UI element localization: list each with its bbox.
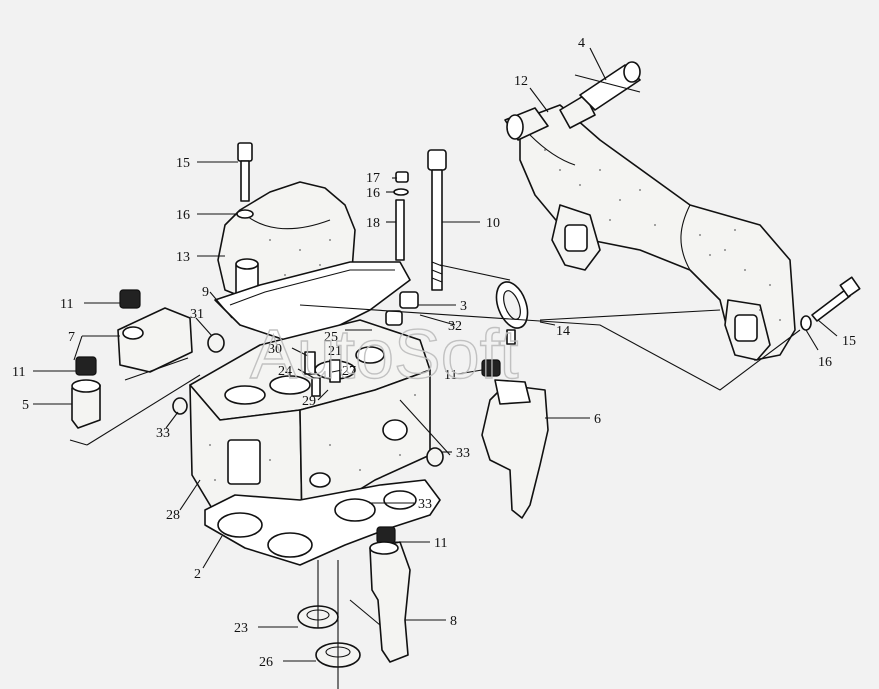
callout-17: 17 [366, 171, 380, 186]
long-stud [427, 149, 447, 291]
callout-33: 33 [456, 446, 470, 461]
callout-25: 25 [324, 330, 338, 345]
callout-33: 33 [156, 426, 170, 441]
callout-16: 16 [818, 355, 832, 370]
texture-stipple [544, 149, 781, 321]
callout-29: 29 [302, 394, 316, 409]
injector-holder [369, 541, 411, 663]
watermark: AutoSoft [250, 315, 519, 393]
washer [426, 447, 444, 467]
callout-2: 2 [194, 567, 201, 582]
callout-6: 6 [594, 412, 601, 427]
injector-bracket [481, 379, 549, 519]
cover-gasket [214, 261, 411, 341]
callout-16: 16 [366, 186, 380, 201]
bushing [71, 379, 101, 429]
nut [119, 289, 141, 309]
callout-24: 24 [278, 364, 292, 379]
callout-4: 4 [578, 36, 585, 51]
callout-9: 9 [202, 285, 209, 300]
nut [481, 359, 501, 377]
nut [399, 291, 419, 309]
callout-23: 23 [234, 621, 248, 636]
lifting-eye [495, 281, 529, 345]
callout-leaders [33, 47, 838, 662]
stud-with-nut [393, 171, 409, 261]
callout-30: 30 [268, 342, 282, 357]
callout-31: 31 [190, 307, 204, 322]
callout-11: 11 [12, 365, 25, 380]
seal-ring [207, 333, 225, 353]
callout-15: 15 [176, 156, 190, 171]
callout-16: 16 [176, 208, 190, 223]
washer [172, 397, 188, 415]
callout-labels: 4 12 15 17 16 18 10 16 13 9 11 31 3 7 25… [12, 36, 856, 670]
callout-15: 15 [842, 334, 856, 349]
nut [75, 356, 97, 376]
callout-21: 21 [328, 344, 342, 359]
cylinder-head [189, 319, 431, 526]
callout-12: 12 [514, 74, 528, 89]
nut [376, 526, 396, 544]
callout-8: 8 [450, 614, 457, 629]
callout-11: 11 [434, 536, 447, 551]
callout-18: 18 [366, 216, 380, 231]
cover-bolt [236, 142, 254, 219]
callout-10: 10 [486, 216, 500, 231]
callout-26: 26 [259, 655, 273, 670]
centre-lines [69, 264, 801, 689]
callout-14: 14 [556, 324, 570, 339]
callout-5: 5 [22, 398, 29, 413]
callout-33: 33 [418, 497, 432, 512]
callout-7: 7 [68, 330, 75, 345]
head-gasket [204, 479, 441, 566]
callout-11: 11 [60, 297, 73, 312]
manifold-bolt [800, 276, 861, 331]
callout-13: 13 [176, 250, 190, 265]
callout-32: 32 [448, 319, 462, 334]
rocker-support [117, 307, 193, 373]
connector-pipe [574, 61, 641, 111]
exhaust-manifold [504, 94, 796, 361]
callout-3: 3 [460, 299, 467, 314]
callout-28: 28 [166, 508, 180, 523]
callout-11: 11 [444, 368, 457, 383]
callout-27: 27 [342, 364, 356, 379]
